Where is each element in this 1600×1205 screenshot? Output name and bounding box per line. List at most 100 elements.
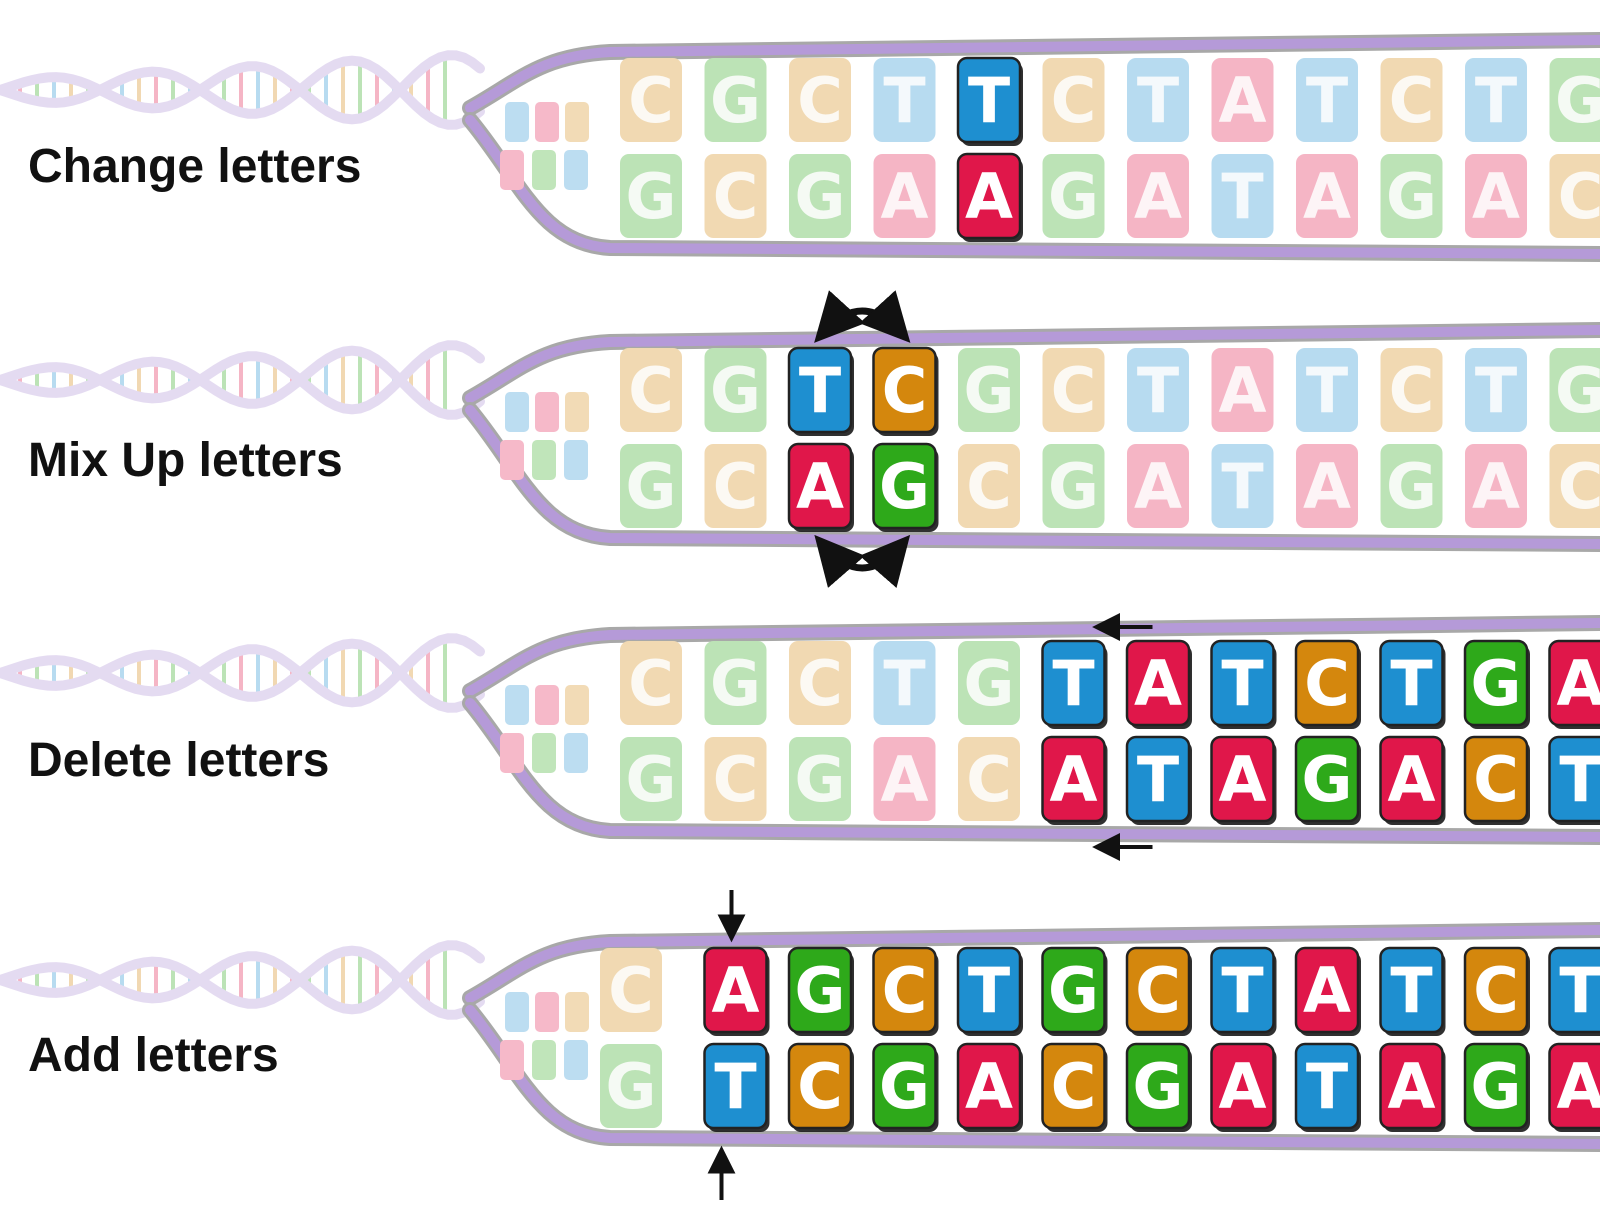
base-letter-label: T — [883, 647, 925, 720]
faded-base-tile — [535, 992, 559, 1032]
base-letter-label: C — [1558, 450, 1600, 523]
base-letter-label: C — [1473, 954, 1519, 1027]
faded-base-tile — [565, 102, 589, 142]
base-letter-label: T — [1306, 354, 1348, 427]
base-a-highlight: A — [1550, 641, 1600, 729]
base-letter-label: G — [1386, 450, 1437, 523]
base-letter-label: A — [1219, 743, 1267, 816]
base-letter-label: A — [1472, 160, 1520, 233]
base-letter-label: A — [1134, 160, 1182, 233]
base-t-highlight: T — [1043, 641, 1108, 729]
base-letter-label: G — [1133, 1050, 1184, 1123]
base-c-faded: C — [1043, 58, 1108, 146]
base-letter-label: A — [1303, 450, 1351, 523]
base-c-faded: C — [1043, 348, 1108, 436]
base-letter-label: T — [1559, 743, 1600, 816]
base-c-faded: C — [705, 737, 770, 825]
base-a-faded: A — [1127, 154, 1192, 242]
faded-base-tile — [565, 685, 589, 725]
base-c-faded: C — [620, 348, 685, 436]
base-t-faded: T — [874, 641, 939, 729]
base-a-highlight: A — [1212, 737, 1277, 825]
base-t-faded: T — [1127, 348, 1192, 436]
base-t-faded: T — [1212, 444, 1277, 532]
base-c-highlight: C — [1465, 737, 1530, 825]
base-g-faded: G — [620, 154, 685, 242]
base-letter-label: T — [968, 64, 1010, 137]
base-letter-label: A — [1388, 743, 1436, 816]
base-a-highlight: A — [958, 154, 1023, 242]
helix-tail — [0, 345, 480, 414]
base-letter-label: A — [881, 743, 929, 816]
faded-base-tile — [500, 150, 524, 190]
base-c-faded: C — [620, 641, 685, 729]
base-letter-label: G — [795, 743, 846, 816]
base-a-highlight: A — [789, 444, 854, 532]
base-g-highlight: G — [1296, 737, 1361, 825]
base-a-faded: A — [1212, 348, 1277, 436]
base-letter-label: T — [714, 1050, 756, 1123]
label-change-letters: Change letters — [28, 143, 361, 191]
base-a-faded: A — [1296, 444, 1361, 532]
base-a-faded: A — [1127, 444, 1192, 532]
base-c-faded: C — [1550, 154, 1600, 242]
base-letter-label: A — [1219, 1050, 1267, 1123]
base-letter-label: G — [1471, 1050, 1522, 1123]
base-a-faded: A — [1465, 154, 1530, 242]
swap-arrow-top — [824, 311, 901, 332]
base-letter-label: A — [1557, 1050, 1600, 1123]
faded-base-tile — [505, 102, 529, 142]
base-letter-label: G — [626, 743, 677, 816]
base-letter-label: C — [882, 954, 928, 1027]
base-letter-label: C — [1051, 354, 1097, 427]
base-letter-label: C — [628, 354, 674, 427]
base-letter-label: C — [713, 450, 759, 523]
base-g-highlight: G — [874, 444, 939, 532]
base-letter-label: C — [1051, 1050, 1097, 1123]
base-letter-label: C — [882, 354, 928, 427]
base-a-faded: A — [1296, 154, 1361, 242]
base-letter-label: G — [1048, 160, 1099, 233]
base-letter-label: C — [628, 647, 674, 720]
base-c-highlight: C — [789, 1044, 854, 1132]
base-letter-label: G — [626, 160, 677, 233]
faded-base-tile — [532, 1040, 556, 1080]
faded-base-tile — [532, 733, 556, 773]
base-letter-label: T — [1390, 647, 1432, 720]
base-t-highlight: T — [958, 948, 1023, 1036]
base-c-highlight: C — [874, 948, 939, 1036]
base-t-faded: T — [1296, 348, 1361, 436]
base-t-faded: T — [1212, 154, 1277, 242]
base-g-faded: G — [789, 737, 854, 825]
base-letter-label: C — [1051, 64, 1097, 137]
base-letter-label: T — [799, 354, 841, 427]
base-g-faded: G — [705, 641, 770, 729]
base-a-highlight: A — [1296, 948, 1361, 1036]
faded-base-tile — [505, 992, 529, 1032]
base-letter-label: G — [710, 354, 761, 427]
base-letter-label: G — [710, 64, 761, 137]
base-letter-label: C — [797, 647, 843, 720]
base-a-faded: A — [874, 154, 939, 242]
faded-base-tile — [564, 1040, 588, 1080]
base-c-faded: C — [705, 154, 770, 242]
base-c-highlight: C — [1127, 948, 1192, 1036]
base-letter-label: T — [1137, 354, 1179, 427]
base-letter-label: A — [1557, 647, 1600, 720]
helix-tail — [0, 638, 480, 707]
base-letter-label: C — [628, 64, 674, 137]
label-mix-up-letters: Mix Up letters — [28, 437, 343, 485]
base-a-highlight: A — [1212, 1044, 1277, 1132]
base-c-faded: C — [1381, 348, 1446, 436]
base-t-highlight: T — [1381, 948, 1446, 1036]
base-letter-label: C — [1473, 743, 1519, 816]
base-g-faded: G — [789, 154, 854, 242]
base-g-faded: G — [1043, 154, 1108, 242]
base-letter-label: C — [966, 450, 1012, 523]
base-letter-label: T — [968, 954, 1010, 1027]
base-letter-label: C — [1135, 954, 1181, 1027]
base-letter-label: T — [1221, 160, 1263, 233]
swap-arrow-bottom — [824, 546, 901, 568]
base-letter-label: C — [797, 1050, 843, 1123]
base-t-faded: T — [1465, 348, 1530, 436]
